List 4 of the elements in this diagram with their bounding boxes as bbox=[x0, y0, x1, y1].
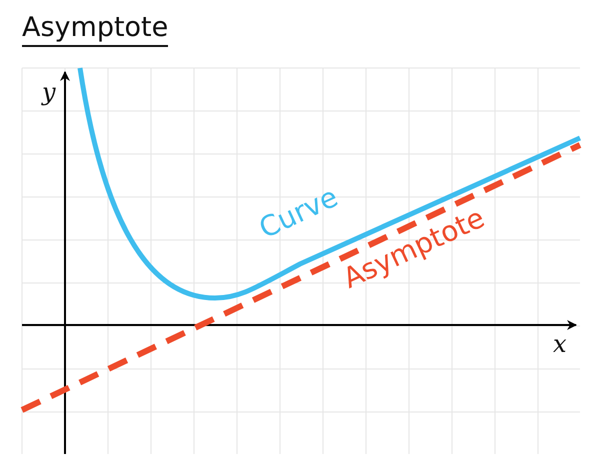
axis-label: y bbox=[42, 78, 56, 106]
axis-label: x bbox=[553, 330, 567, 358]
title: Asymptote bbox=[22, 12, 168, 47]
curve-label: Curve bbox=[254, 180, 343, 245]
